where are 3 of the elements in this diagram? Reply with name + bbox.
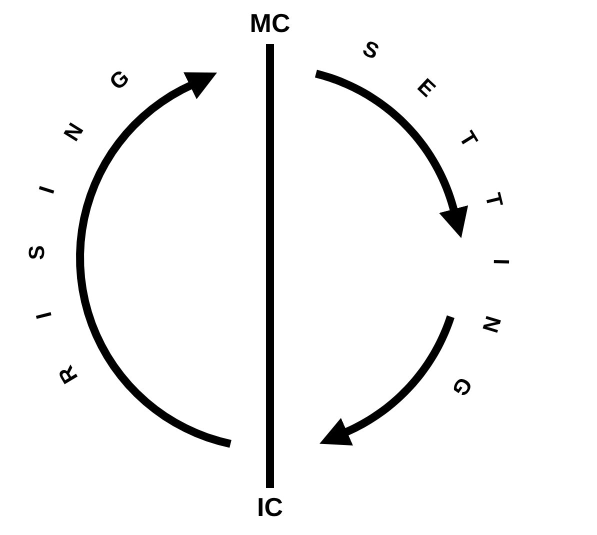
vertical-line <box>266 44 274 488</box>
node-label: MC <box>245 8 295 38</box>
node-label: IC <box>245 492 295 522</box>
